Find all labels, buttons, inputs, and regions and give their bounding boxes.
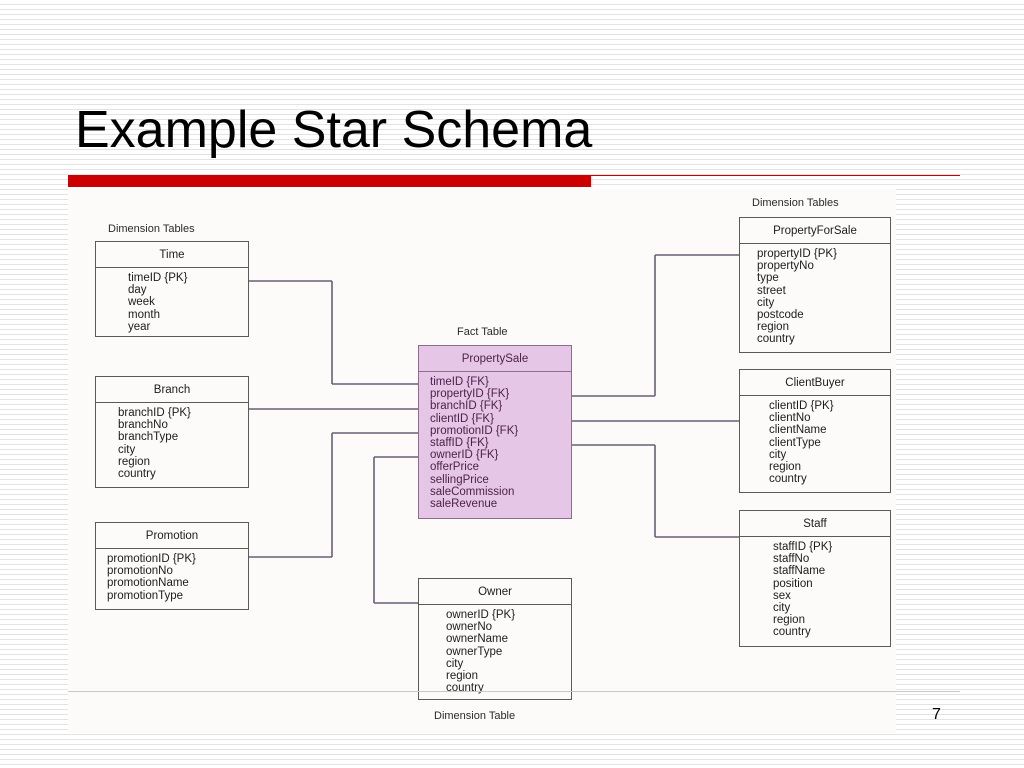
attribute: ownerID {FK} — [430, 449, 499, 462]
attribute: city — [773, 602, 791, 615]
table-name: Promotion — [96, 523, 248, 549]
table-staff: Staff staffID {PK} staffNo staffName pos… — [739, 510, 891, 647]
attribute: country — [446, 682, 484, 695]
attribute: staffID {PK} — [773, 541, 833, 553]
attribute: saleCommission — [430, 485, 515, 498]
attribute: staffName — [773, 565, 826, 578]
page-number: 7 — [932, 706, 941, 723]
attribute: sex — [773, 589, 791, 602]
attribute: region — [769, 461, 801, 474]
attribute: branchNo — [118, 419, 168, 432]
table-property-for-sale: PropertyForSale propertyID {PK} property… — [739, 217, 891, 353]
attribute: clientID {PK} — [769, 400, 834, 412]
relationship-lines — [249, 254, 739, 604]
attribute: country — [773, 626, 811, 639]
label-dimension-tables-left: Dimension Tables — [108, 223, 195, 235]
attribute: country — [118, 468, 156, 481]
attribute: ownerName — [446, 633, 508, 646]
attribute: postcode — [757, 309, 804, 322]
table-promotion: Promotion promotionID {PK} promotionNo p… — [95, 522, 249, 610]
attribute: region — [118, 455, 150, 468]
attribute: branchID {FK} — [430, 400, 503, 413]
label-dimension-tables-right: Dimension Tables — [752, 197, 839, 209]
attribute: saleRevenue — [430, 498, 498, 511]
label-dimension-table-bottom: Dimension Table — [434, 710, 516, 722]
attribute: city — [118, 443, 136, 456]
table-owner: Owner ownerID {PK} ownerNo ownerName own… — [418, 578, 572, 700]
star-schema-diagram: Dimension Tables Dimension Tables Fact T… — [68, 189, 896, 733]
attribute: day — [128, 284, 147, 297]
attribute: region — [773, 614, 805, 627]
table-name: PropertyForSale — [740, 218, 890, 244]
attribute: staffNo — [773, 553, 810, 566]
table-client-buyer: ClientBuyer clientID {PK} clientNo clien… — [739, 369, 891, 493]
attribute: clientID {FK} — [430, 412, 494, 425]
attribute: week — [128, 296, 155, 309]
attribute: country — [757, 333, 795, 346]
attribute: ownerID {PK} — [446, 609, 516, 621]
attribute: propertyID {PK} — [757, 248, 837, 260]
table-name: Time — [96, 242, 248, 268]
attribute: clientNo — [769, 412, 811, 425]
attribute: region — [446, 670, 478, 683]
attribute: region — [757, 321, 789, 334]
attribute: ownerNo — [446, 621, 493, 634]
table-name: Staff — [740, 511, 890, 537]
title-underline-rule — [591, 175, 960, 176]
table-branch: Branch branchID {PK} branchNo branchType… — [95, 376, 249, 488]
attribute: offerPrice — [430, 461, 480, 474]
title-underline-bar — [68, 175, 591, 187]
table-time: Time timeID {PK} day week month year — [95, 241, 249, 337]
attribute: city — [757, 296, 775, 309]
attribute: promotionNo — [107, 565, 173, 578]
attribute: country — [769, 473, 807, 486]
table-name: Owner — [419, 579, 571, 605]
attribute: staffID {FK} — [430, 437, 489, 450]
attribute: propertyID {FK} — [430, 388, 510, 401]
attribute: timeID {FK} — [430, 376, 489, 388]
attribute: position — [773, 577, 813, 590]
attribute: month — [128, 308, 160, 321]
table-name: PropertySale — [419, 346, 571, 372]
attribute: promotionID {FK} — [430, 424, 519, 437]
attribute: promotionType — [107, 589, 184, 602]
attribute: year — [128, 320, 151, 333]
attribute: city — [446, 657, 464, 670]
footer-rule — [68, 691, 960, 692]
attribute: clientType — [769, 436, 821, 449]
slide-title: Example Star Schema — [75, 101, 593, 159]
attribute: street — [757, 284, 786, 297]
attribute: timeID {PK} — [128, 272, 188, 284]
table-name: Branch — [96, 377, 248, 403]
attribute: propertyNo — [757, 260, 814, 273]
attribute: promotionName — [107, 577, 189, 590]
label-fact-table: Fact Table — [457, 326, 508, 338]
attribute: sellingPrice — [430, 473, 489, 486]
table-property-sale: PropertySale timeID {FK} propertyID {FK}… — [418, 345, 572, 519]
attribute: type — [757, 272, 779, 285]
attribute: clientName — [769, 424, 827, 437]
attribute: ownerType — [446, 645, 503, 658]
attribute: promotionID {PK} — [107, 553, 196, 565]
attribute: branchID {PK} — [118, 407, 191, 419]
table-name: ClientBuyer — [740, 370, 890, 396]
attribute: branchType — [118, 431, 179, 444]
attribute: city — [769, 448, 787, 461]
